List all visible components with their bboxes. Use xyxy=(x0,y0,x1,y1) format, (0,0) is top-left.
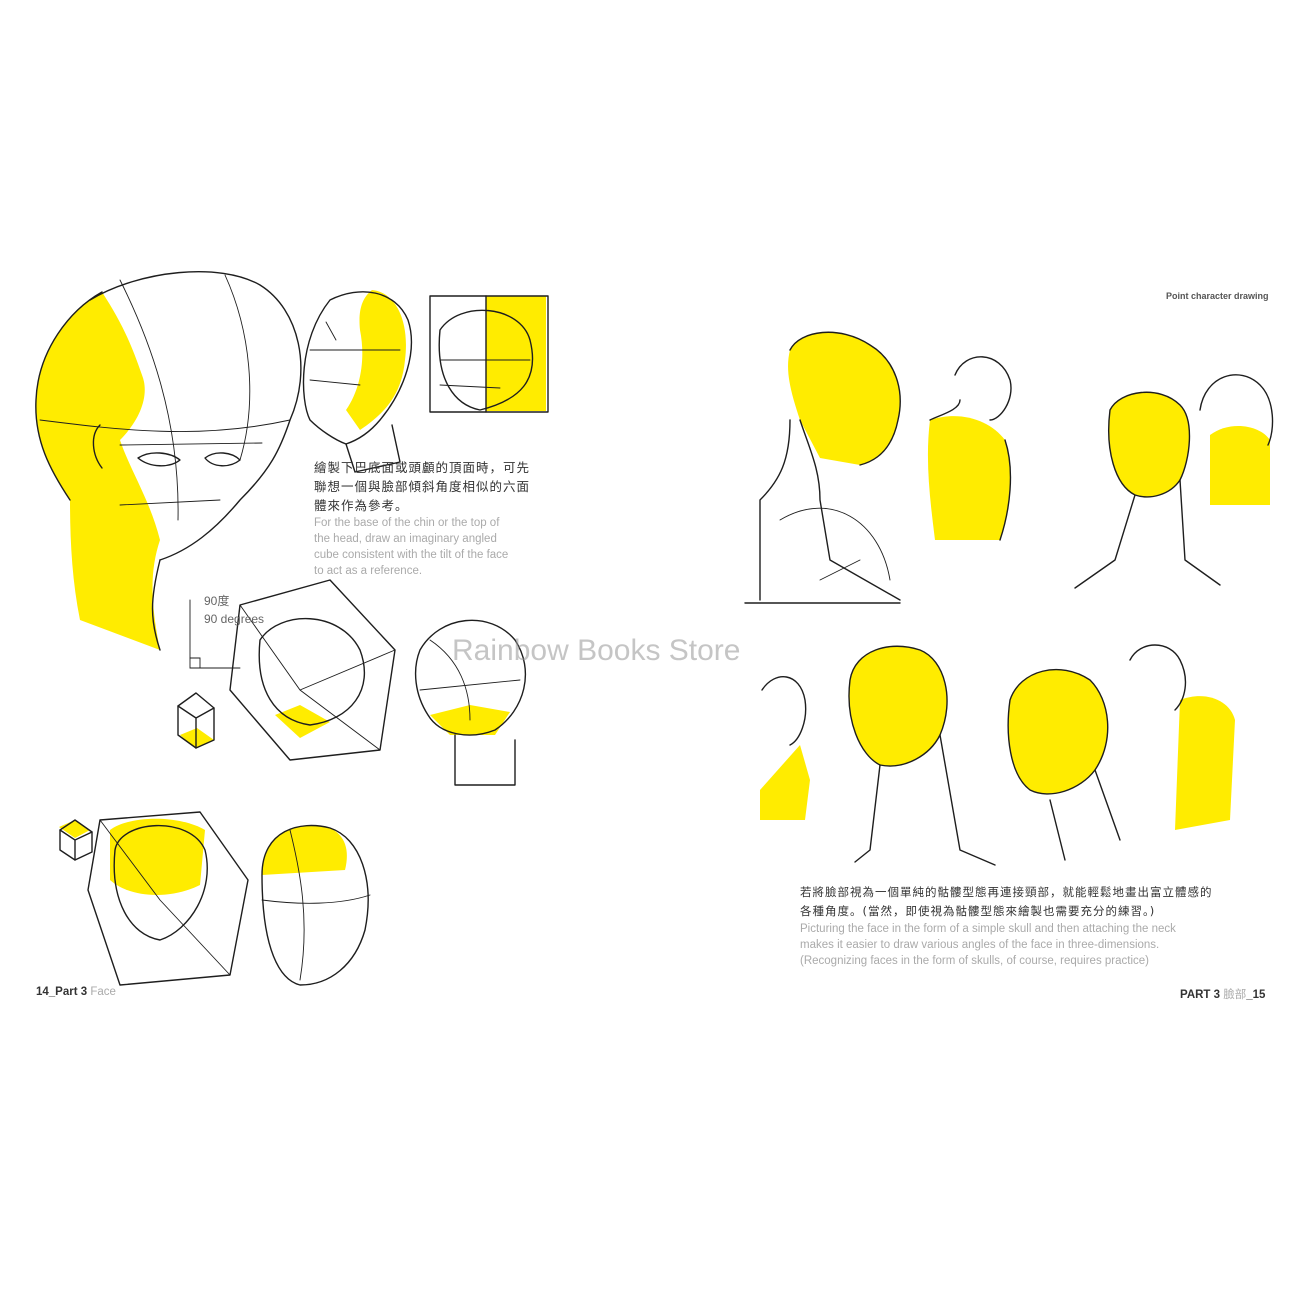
cap-head-sketch xyxy=(261,824,371,986)
angle-label-en: 90 degrees xyxy=(204,612,265,626)
right-caption-en-line-2: makes it easier to draw various angles o… xyxy=(800,939,1160,951)
right-caption-en-line-3: (Recognizing faces in the form of skulls… xyxy=(800,955,1149,967)
head-row-sketches xyxy=(760,644,1235,866)
left-caption-en-line-2: the head, draw an imaginary angled xyxy=(314,533,497,545)
large-head-sketch xyxy=(35,271,302,651)
profile-head-shoulder-sketch xyxy=(744,331,901,604)
left-folio-word: Face xyxy=(90,986,116,998)
left-caption: 繪製下巴底面或頭顱的頂面時，可先 聯想一個與臉部傾斜角度相似的六面 體來作為參考… xyxy=(314,458,544,579)
store-watermark: Rainbow Books Store xyxy=(452,634,741,667)
back-head-sketch xyxy=(1199,374,1274,505)
angle-label-cn: 90度 xyxy=(204,594,230,608)
left-caption-cn-line-3: 體來作為參考。 xyxy=(314,498,409,513)
right-folio-part: PART 3 xyxy=(1180,989,1221,1001)
left-caption-en-line-3: cube consistent with the tilt of the fac… xyxy=(314,549,509,561)
right-caption-en-line-1: Picturing the face in the form of a simp… xyxy=(800,923,1176,935)
hexagon-cube-skull-sketch xyxy=(59,811,249,986)
right-caption: 若將臉部視為一個單純的骷髏型態再連接頸部，就能輕鬆地畫出富立體感的 各種角度。(… xyxy=(800,883,1220,969)
cube-head-sketch xyxy=(177,579,396,761)
right-caption-cn-line-1: 若將臉部視為一個單純的骷髏型態再連接頸部，就能輕鬆地畫出富立體感的 xyxy=(800,885,1213,899)
left-caption-en-line-1: For the base of the chin or the top of xyxy=(314,517,500,529)
small-head-angled-sketch xyxy=(302,290,412,473)
right-running-header: Point character drawing xyxy=(1166,291,1269,301)
torso-side-sketch xyxy=(927,356,1012,541)
left-caption-en-line-4: to act as a reference. xyxy=(314,565,423,577)
left-folio-number: 14_Part 3 xyxy=(36,986,88,998)
head-looking-up-sketch xyxy=(1074,391,1221,589)
right-caption-cn-line-2: 各種角度。(當然，即使視為骷髏型態來繪製也需要充分的練習。) xyxy=(800,904,1156,918)
right-folio-number: _15 xyxy=(1246,989,1266,1001)
left-folio: 14_Part 3 Face xyxy=(36,986,116,998)
right-folio: PART 3 臉部_15 xyxy=(1180,986,1265,1002)
left-caption-cn-line-1: 繪製下巴底面或頭顱的頂面時，可先 xyxy=(314,460,531,475)
head-with-neck-sketch xyxy=(414,619,527,786)
right-folio-word: 臉部 xyxy=(1223,989,1247,1001)
left-caption-cn-line-2: 聯想一個與臉部傾斜角度相似的六面 xyxy=(314,479,531,494)
boxed-head-sketch xyxy=(429,295,549,413)
